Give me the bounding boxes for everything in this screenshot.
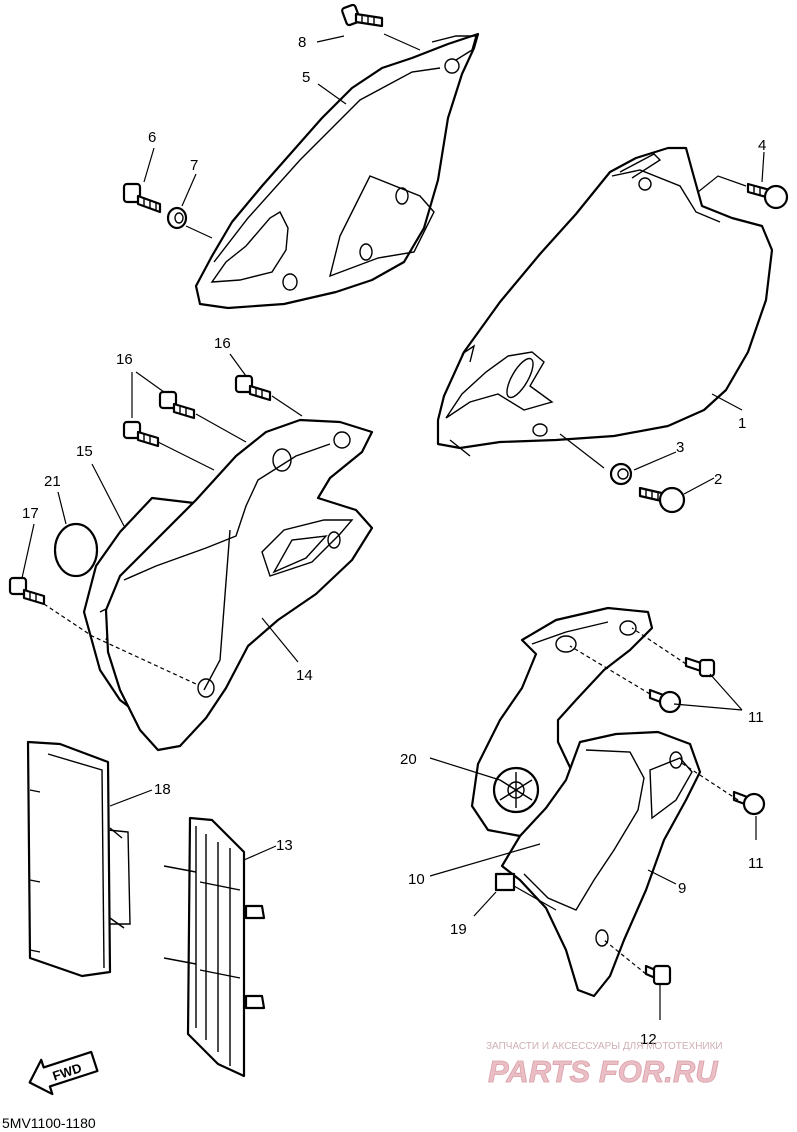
callout-4: 4	[758, 137, 766, 154]
callout-12: 12	[640, 1031, 657, 1048]
part-7-collar	[166, 206, 188, 230]
leader-lines	[21, 33, 765, 1020]
part-16-bolt-b	[122, 420, 160, 448]
callout-14: 14	[296, 667, 313, 684]
part-13-louver	[163, 816, 266, 1078]
part-11-bolt-a	[684, 656, 716, 678]
part-5-side-cover-upper	[194, 32, 480, 310]
callout-6: 6	[148, 129, 156, 146]
part-1-side-cover-right	[436, 146, 774, 457]
callout-17: 17	[22, 505, 39, 522]
part-9-shroud-lower	[500, 730, 702, 998]
part-4-bolt	[746, 182, 789, 210]
fwd-arrow: FWD	[28, 1050, 99, 1096]
watermark-tagline: ЗАПЧАСТИ И АКСЕССУАРЫ ДЛЯ МОТОТЕХНИКИ	[486, 1041, 723, 1052]
diagram-code: 5MV1100-1180	[2, 1115, 96, 1131]
watermark: ЗАПЧАСТИ И АКСЕССУАРЫ ДЛЯ МОТОТЕХНИКИ PA…	[486, 1041, 723, 1089]
part-21-emblem	[53, 522, 99, 578]
callout-labels: 1 2 3 4 5 6 7 8 9 10 11 11 12 13 14 15 1…	[22, 34, 766, 1048]
callout-5: 5	[302, 69, 310, 86]
part-12-bolt	[644, 964, 672, 986]
callout-11a: 11	[748, 709, 764, 726]
part-14-shroud-outer	[104, 418, 374, 752]
callout-20: 20	[400, 751, 417, 768]
part-11-bolt-c	[732, 790, 766, 816]
callout-15: 15	[76, 443, 93, 460]
callout-3: 3	[676, 439, 684, 456]
callout-21: 21	[44, 473, 61, 490]
callout-2: 2	[714, 471, 722, 488]
part-18-radiator-guard	[26, 740, 131, 978]
callout-8: 8	[298, 34, 306, 51]
part-11-bolt-b	[648, 688, 682, 714]
part-8-bolt	[341, 3, 384, 28]
part-2-bolt	[638, 486, 686, 514]
part-19-clip	[494, 872, 516, 892]
callout-7: 7	[190, 157, 198, 174]
part-16-bolt-c	[234, 374, 272, 402]
callout-16b: 16	[214, 335, 231, 352]
part-3-collar	[609, 462, 633, 486]
part-20-emblem	[492, 766, 540, 814]
part-17-bolt	[8, 576, 46, 606]
callout-13: 13	[276, 837, 293, 854]
callout-16a: 16	[116, 351, 133, 368]
part-16-bolt-a	[158, 390, 196, 420]
callout-11b: 11	[748, 855, 764, 872]
part-6-bolt	[122, 182, 162, 214]
callout-9: 9	[678, 880, 686, 897]
callout-18: 18	[154, 781, 171, 798]
callout-10: 10	[408, 871, 425, 888]
watermark-brand: PARTS FOR.RU	[488, 1054, 719, 1089]
callout-1: 1	[738, 415, 746, 432]
callout-19: 19	[450, 921, 467, 938]
